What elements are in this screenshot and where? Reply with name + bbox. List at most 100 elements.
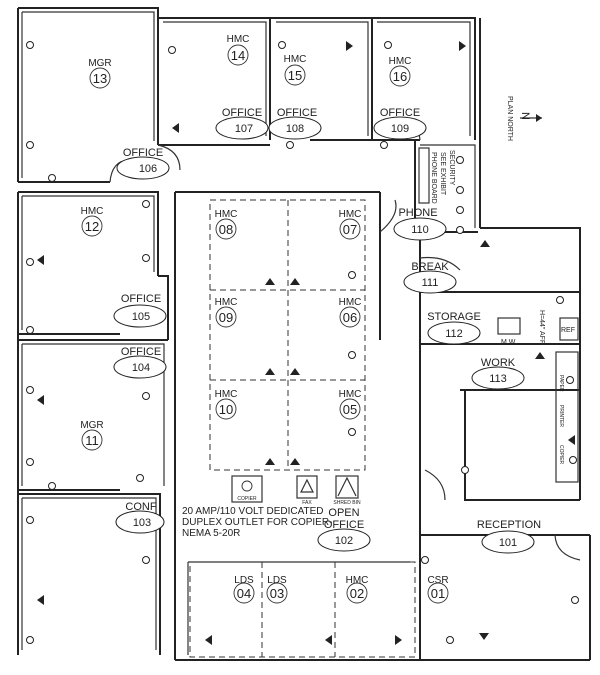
svg-text:03: 03 [270, 586, 284, 601]
duplex-outlet-icon [142, 200, 150, 208]
svg-text:01: 01 [431, 586, 445, 601]
duplex-outlet-icon [26, 258, 34, 266]
svg-text:02: 02 [350, 586, 364, 601]
ws-06: HMC 06 [339, 297, 361, 328]
tag-107: OFFICE 107 [215, 107, 269, 140]
svg-text:PHONE: PHONE [398, 207, 437, 219]
duplex-outlet-icon [48, 482, 56, 490]
svg-text:PRINTER: PRINTER [558, 405, 564, 427]
duplex-outlet-icon [26, 41, 34, 49]
svg-text:101: 101 [499, 537, 517, 549]
svg-text:OPEN: OPEN [328, 507, 359, 519]
data-jack-icon [37, 395, 44, 405]
tag-112: STORAGE 112 [427, 311, 481, 345]
room-14: HMC 14 [227, 34, 249, 66]
svg-text:110: 110 [411, 224, 429, 236]
duplex-outlet-icon [168, 46, 176, 54]
svg-text:11: 11 [85, 433, 99, 448]
svg-text:112: 112 [445, 328, 463, 340]
duplex-outlet-icon [142, 254, 150, 262]
device-symbols [26, 41, 579, 645]
svg-text:REF: REF [561, 327, 575, 334]
svg-text:07: 07 [343, 222, 357, 237]
svg-text:HMC: HMC [215, 209, 238, 220]
room-15: HMC 15 [284, 54, 307, 86]
duplex-outlet-icon [26, 386, 34, 394]
duplex-outlet-icon [456, 226, 464, 234]
ws-04: LDS 04 [233, 575, 255, 604]
ws-05: HMC 05 [339, 389, 361, 420]
duplex-outlet-icon [556, 296, 564, 304]
svg-text:FAX: FAX [302, 500, 312, 506]
svg-text:BREAK: BREAK [411, 261, 449, 273]
svg-text:20 AMP/110 VOLT DEDICATED: 20 AMP/110 VOLT DEDICATED [182, 506, 324, 517]
walls [17, 7, 591, 661]
data-jack-icon [37, 255, 44, 265]
duplex-outlet-icon [142, 392, 150, 400]
duplex-outlet-icon [286, 141, 294, 149]
data-jack-icon [37, 595, 44, 605]
svg-text:10: 10 [219, 402, 233, 417]
copier-area: COPIER FAX SHRED BIN [231, 475, 361, 506]
svg-text:OFFICE: OFFICE [324, 519, 364, 531]
svg-text:CSR: CSR [427, 575, 448, 586]
duplex-outlet-icon [348, 351, 356, 359]
svg-text:12: 12 [85, 219, 99, 234]
tag-111: BREAK 111 [403, 261, 457, 294]
data-jack-icon [265, 278, 275, 285]
svg-text:14: 14 [231, 48, 245, 63]
duplex-outlet-icon [26, 516, 34, 524]
svg-text:COPIER: COPIER [237, 496, 257, 502]
svg-text:M.W.: M.W. [501, 339, 517, 346]
svg-text:113: 113 [489, 373, 507, 385]
svg-text:OFFICE: OFFICE [123, 147, 163, 159]
duplex-outlet-icon [384, 41, 392, 49]
data-jack-icon [395, 635, 402, 645]
room-16: HMC 16 [389, 56, 412, 87]
svg-text:DUPLEX OUTLET FOR COPIER-: DUPLEX OUTLET FOR COPIER- [182, 517, 332, 528]
data-jack-icon [346, 41, 353, 51]
duplex-outlet-icon [569, 456, 577, 464]
duplex-outlet-icon [142, 556, 150, 564]
svg-text:OFFICE: OFFICE [121, 293, 161, 305]
svg-text:04: 04 [237, 586, 251, 601]
svg-text:105: 105 [132, 311, 150, 323]
data-jack-icon [568, 435, 575, 445]
room-13: MGR 13 [88, 58, 112, 89]
svg-text:06: 06 [343, 310, 357, 325]
svg-text:RECEPTION: RECEPTION [477, 519, 541, 531]
svg-text:05: 05 [343, 402, 357, 417]
duplex-outlet-icon [48, 174, 56, 182]
svg-text:HMC: HMC [389, 56, 412, 67]
data-jack-icon [265, 458, 275, 465]
svg-text:CONF: CONF [125, 501, 156, 513]
tag-104: OFFICE 104 [113, 346, 167, 379]
svg-text:15: 15 [288, 68, 302, 83]
svg-text:107: 107 [235, 123, 253, 135]
svg-text:09: 09 [219, 310, 233, 325]
copier-note: 20 AMP/110 VOLT DEDICATED DUPLEX OUTLET … [182, 506, 332, 539]
data-jack-icon [290, 368, 300, 375]
duplex-outlet-icon [136, 474, 144, 482]
svg-text:LDS: LDS [234, 575, 254, 586]
tag-102: OPEN OFFICE 102 [317, 507, 371, 552]
tag-106: OFFICE 106 [116, 147, 170, 180]
svg-text:OFFICE: OFFICE [222, 107, 262, 119]
svg-text:104: 104 [132, 362, 150, 374]
phone-board: PHONE BOARD SEE EXHIBIT SECURITY [418, 147, 455, 204]
duplex-outlet-icon [278, 41, 286, 49]
tag-103: CONF 103 [115, 501, 165, 534]
svg-text:PHONE BOARD: PHONE BOARD [430, 152, 437, 204]
svg-text:HMC: HMC [284, 54, 307, 65]
data-jack-icon [172, 123, 179, 133]
duplex-outlet-icon [421, 556, 429, 564]
workstation-grid [189, 199, 416, 658]
svg-text:103: 103 [133, 517, 151, 529]
duplex-outlet-icon [26, 636, 34, 644]
ws-03: LDS 03 [266, 575, 288, 604]
data-jack-icon [290, 278, 300, 285]
svg-text:SECURITY: SECURITY [448, 150, 455, 186]
duplex-outlet-icon [348, 428, 356, 436]
svg-text:NEMA 5-20R: NEMA 5-20R [182, 528, 240, 539]
